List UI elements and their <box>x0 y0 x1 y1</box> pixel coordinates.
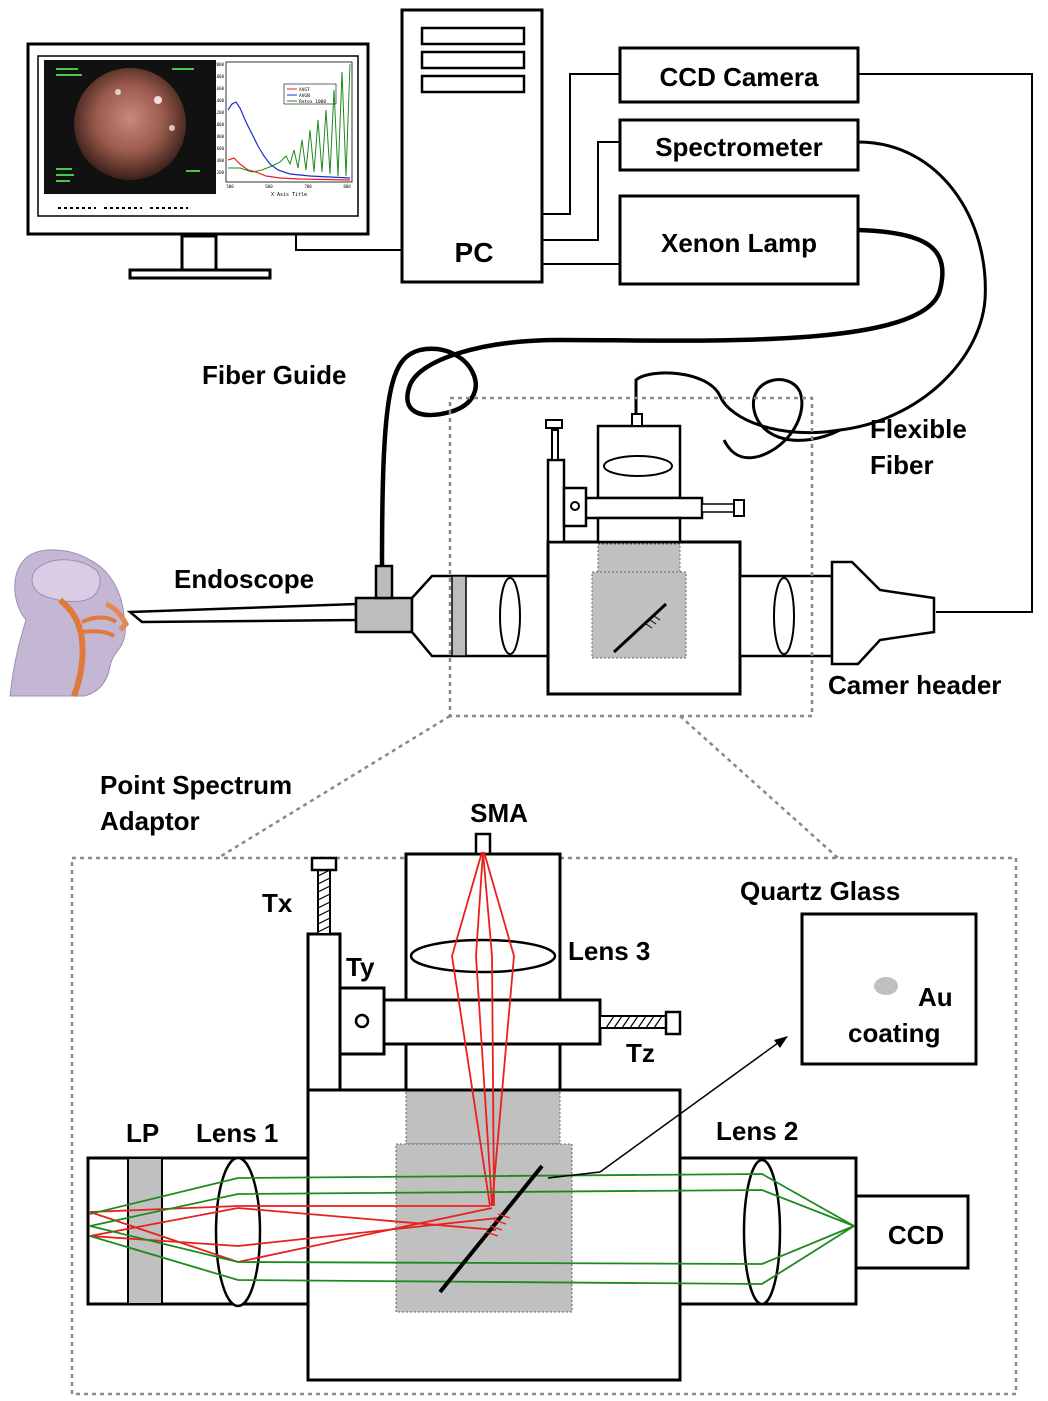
ccd-camera-label: CCD Camera <box>660 62 819 92</box>
lens3-small <box>604 456 672 476</box>
camera-header-label: Camer header <box>828 670 1001 700</box>
flexible-fiber-cable <box>636 142 985 433</box>
lens3-label: Lens 3 <box>568 936 650 966</box>
spectrum-x-axis-title: X Axis Title <box>271 192 307 198</box>
spectrum-y-tick: 2000 <box>214 62 224 67</box>
spectrometer-label: Spectrometer <box>655 132 823 162</box>
legend-retex: Retex 1000 <box>299 99 326 105</box>
ccd-camera-box: CCD Camera <box>620 48 858 102</box>
spectrometer-box: Spectrometer <box>620 120 858 170</box>
spectrum-plot: 2000 1800 1600 1400 1200 1000 800 600 400 200 500… <box>214 62 352 198</box>
lens3 <box>411 940 555 972</box>
coating-label: coating <box>848 1018 940 1048</box>
monitor: 2000 1800 1600 1400 1200 1000 800 600 400 200 500… <box>28 44 368 278</box>
legend-avgn: AVGN <box>299 93 310 99</box>
spectrum-y-tick: 1800 <box>214 74 224 79</box>
endoscope-label: Endoscope <box>174 564 314 594</box>
au-coating-spot <box>874 977 898 995</box>
spectrum-y-tick: 1600 <box>214 86 224 91</box>
au-label: Au <box>918 982 953 1012</box>
endoscope-tube <box>130 604 356 622</box>
patient-head <box>10 550 126 696</box>
lens1-label: Lens 1 <box>196 1118 278 1148</box>
tz-label: Tz <box>626 1038 655 1068</box>
flexible-label-line2: Fiber <box>870 450 934 480</box>
adaptor-title-line1: Point Spectrum <box>100 770 292 800</box>
legend-avgt: AVGT <box>299 87 310 93</box>
tx-label: Tx <box>262 888 293 918</box>
pc-tower: PC <box>402 10 542 282</box>
fiber-guide-label: Fiber Guide <box>202 360 346 390</box>
lens1 <box>216 1158 260 1306</box>
spectrum-y-tick: 1400 <box>214 98 224 103</box>
xenon-lamp-box: Xenon Lamp <box>620 196 858 284</box>
quartz-glass-label: Quartz Glass <box>740 876 900 906</box>
spectrum-y-tick: 600 <box>217 146 225 151</box>
lens2-small <box>774 578 794 654</box>
zoom-connector <box>680 716 838 858</box>
spectrum-x-tick: 600 <box>265 184 273 189</box>
sma-connector <box>476 834 490 854</box>
spectrum-x-tick: 500 <box>226 184 234 189</box>
sma-label: SMA <box>470 798 528 828</box>
spectrum-x-tick: 700 <box>304 184 312 189</box>
spectrum-y-tick: 200 <box>217 170 225 175</box>
xenon-lamp-label: Xenon Lamp <box>661 228 817 258</box>
lp-label: LP <box>126 1118 159 1148</box>
spectrum-x-tick: 800 <box>343 184 351 189</box>
fiber-guide-port <box>376 566 392 598</box>
spectrum-y-tick: 1000 <box>214 122 224 127</box>
camera-header-shape <box>832 562 934 664</box>
pc-label: PC <box>455 237 494 268</box>
endoscope-assembly <box>130 414 934 694</box>
lens2-label: Lens 2 <box>716 1116 798 1146</box>
lens1-small <box>500 578 520 654</box>
spectrum-y-tick: 800 <box>217 134 225 139</box>
ty-label: Ty <box>346 952 375 982</box>
flexible-label-line1: Flexible <box>870 414 967 444</box>
adaptor-detail <box>88 834 976 1380</box>
spectrum-y-tick: 400 <box>217 158 225 163</box>
spectrum-y-tick: 1200 <box>214 110 224 115</box>
adaptor-title-line2: Adaptor <box>100 806 200 836</box>
ccd-label: CCD <box>888 1220 944 1250</box>
endoscopy-image <box>74 68 186 180</box>
